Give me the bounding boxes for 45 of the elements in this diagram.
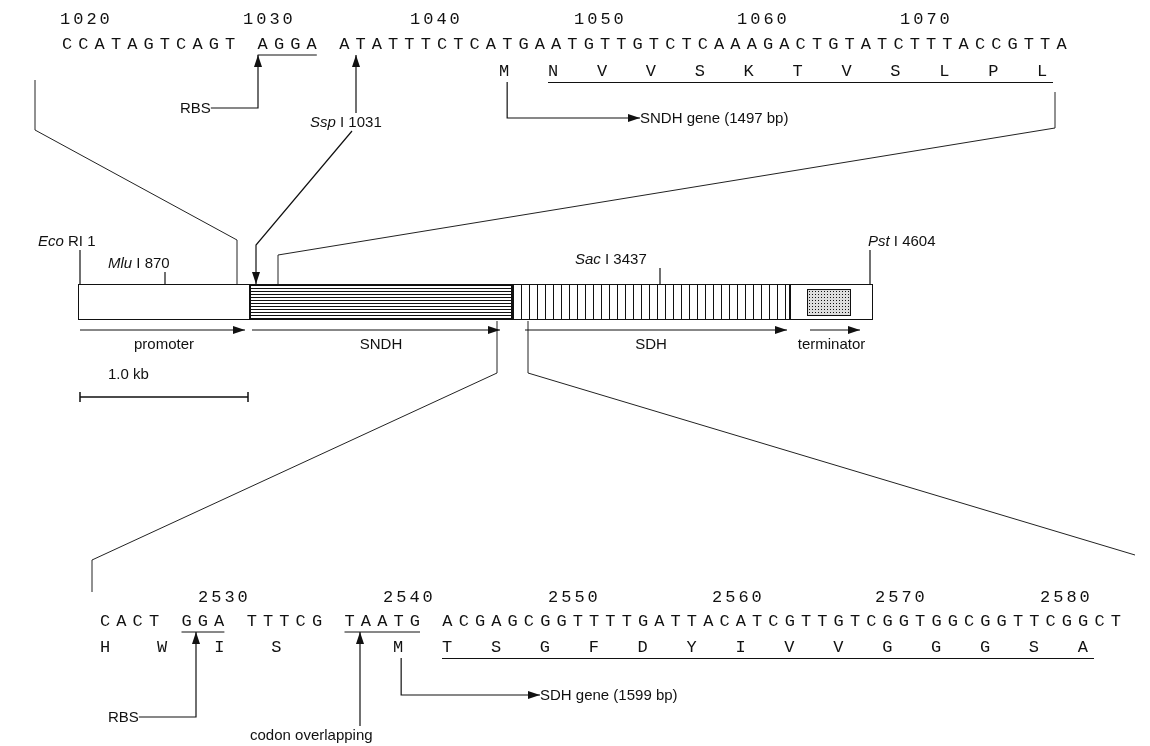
position-number: 2530: [198, 588, 251, 608]
position-number: 1030: [243, 10, 296, 30]
leader-line: [869, 249, 871, 285]
position-number: 1020: [60, 10, 113, 30]
arrow: [506, 81, 641, 122]
segment-label: terminator: [797, 335, 866, 353]
restriction-site-label: Ssp I 1031: [310, 113, 382, 131]
restriction-site-label: Sac I 3437: [575, 250, 647, 268]
leader-line: [659, 267, 661, 285]
position-number: 2560: [712, 588, 765, 608]
segment-label: SDH: [635, 335, 667, 353]
restriction-site-label: Mlu I 870: [108, 254, 170, 272]
restriction-site-label: Pst I 4604: [868, 232, 936, 250]
amino-acid-sequence: T S G F D Y I V V G G G S A: [442, 638, 1095, 659]
position-number: 2580: [1040, 588, 1093, 608]
restriction-site-label: Eco RI 1: [38, 232, 96, 250]
position-number: 1070: [900, 10, 953, 30]
segment-label: SNDH: [359, 335, 403, 353]
dna-sequence: CACT GGA TTTCG TAATG ACGAGCGGTTTTGATTACATCGTTGTCGGTGGCGGTTCGGCT: [100, 612, 1127, 632]
annotation-label: codon overlapping: [250, 726, 373, 744]
dna-sequence: CCATAGTCAGT AGGA ATATTTCTCATGAATGTTGTCTCAAAGACTGTATCTTTACCGTTA: [62, 35, 1073, 55]
amino-acid-sequence: H W I S: [100, 638, 288, 658]
arrow: [252, 130, 353, 285]
arrow: [352, 54, 360, 114]
scale-label: 1.0 kb: [108, 365, 149, 383]
position-number: 1060: [737, 10, 790, 30]
position-number: 2540: [383, 588, 436, 608]
amino-acid-sequence: N V V S K T V S L P L: [548, 62, 1054, 83]
amino-acid: M: [393, 638, 410, 658]
leader-line: [79, 249, 81, 285]
arrow: [356, 631, 364, 727]
gene-label: SNDH gene (1497 bp): [640, 109, 789, 127]
leader-line: [164, 271, 166, 285]
position-number: 1050: [574, 10, 627, 30]
position-number: 2550: [548, 588, 601, 608]
arrow: [210, 54, 262, 109]
position-number: 1040: [410, 10, 463, 30]
arrow: [400, 657, 541, 699]
gene-label: SDH gene (1599 bp): [540, 686, 678, 704]
annotation-label: RBS: [108, 708, 139, 726]
position-number: 2570: [875, 588, 928, 608]
annotation-label: RBS: [180, 99, 211, 117]
amino-acid: M: [499, 62, 516, 82]
arrow: [138, 631, 200, 718]
segment-label: promoter: [134, 335, 194, 353]
